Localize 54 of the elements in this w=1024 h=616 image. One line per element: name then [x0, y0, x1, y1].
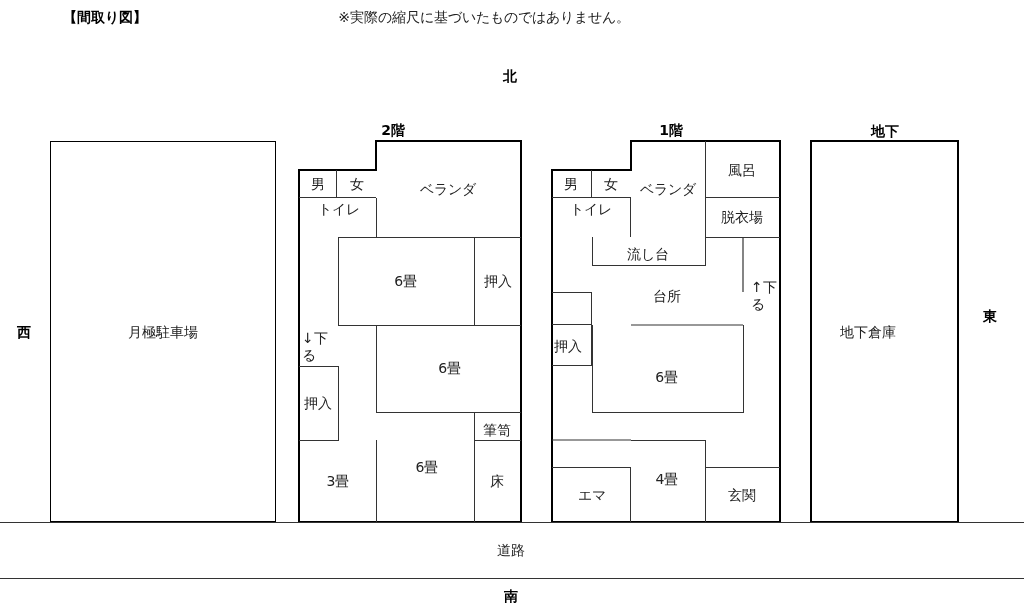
room-label: トイレ: [318, 200, 360, 218]
room-label: 床: [489, 472, 504, 490]
room-label: 玄関: [727, 486, 756, 504]
room-label: 筆笥: [482, 421, 511, 439]
area-label: 月極駐車場: [127, 323, 198, 341]
room-box: [592, 325, 744, 413]
room-label: 6畳: [438, 359, 462, 377]
road-band: [0, 522, 1024, 579]
room-label: 3畳: [326, 472, 350, 490]
room-label: 女: [350, 175, 364, 193]
room-label: 風呂: [727, 161, 756, 179]
room-box: [552, 325, 592, 366]
compass-label: 西: [17, 323, 31, 341]
room-box: [338, 237, 475, 326]
room-label: 押入: [484, 272, 512, 290]
room-label: ベランダ: [420, 180, 476, 198]
room-box: [705, 198, 780, 238]
room-label: ベランダ: [640, 180, 696, 198]
room-label: 女: [604, 175, 618, 193]
room-box: [376, 325, 521, 413]
room-label: 押入: [304, 394, 332, 412]
floor-heading: 2階: [381, 121, 405, 139]
stair-label: ↓下る: [302, 330, 329, 364]
room-box: [552, 467, 631, 522]
room-box: [592, 237, 706, 266]
floor-heading: 1階: [659, 121, 683, 139]
compass-label: 北: [503, 67, 517, 85]
room-label: 6畳: [415, 458, 439, 476]
road-label: 道路: [497, 541, 525, 559]
room-box: [50, 141, 276, 522]
diagram-title: 【間取り図】: [63, 8, 147, 26]
room-label: 男: [564, 175, 578, 193]
room-box: [552, 170, 592, 198]
room-label: 脱衣場: [720, 208, 763, 226]
compass-label: 東: [983, 307, 997, 325]
room-label: 6畳: [394, 272, 418, 290]
room-box: [299, 366, 339, 441]
closet-box: [552, 292, 592, 325]
room-label: 台所: [653, 287, 681, 305]
room-label: 4畳: [655, 470, 679, 488]
room-box: [705, 141, 780, 198]
room-box: [474, 412, 521, 441]
stair-label: ↑下る: [751, 279, 778, 313]
note-text: ※実際の縮尺に基づいたものではありません。: [338, 8, 630, 26]
room-box: [474, 237, 521, 326]
floor-heading: 地下: [871, 122, 899, 140]
room-box: [299, 170, 337, 198]
room-label: 流し台: [626, 245, 669, 263]
area-label: 地下倉庫: [840, 323, 896, 341]
room-label: 男: [311, 175, 325, 193]
room-label: エマ: [578, 486, 606, 504]
room-label: 6畳: [655, 368, 679, 386]
room-label: 押入: [554, 337, 582, 355]
room-label: トイレ: [570, 200, 612, 218]
